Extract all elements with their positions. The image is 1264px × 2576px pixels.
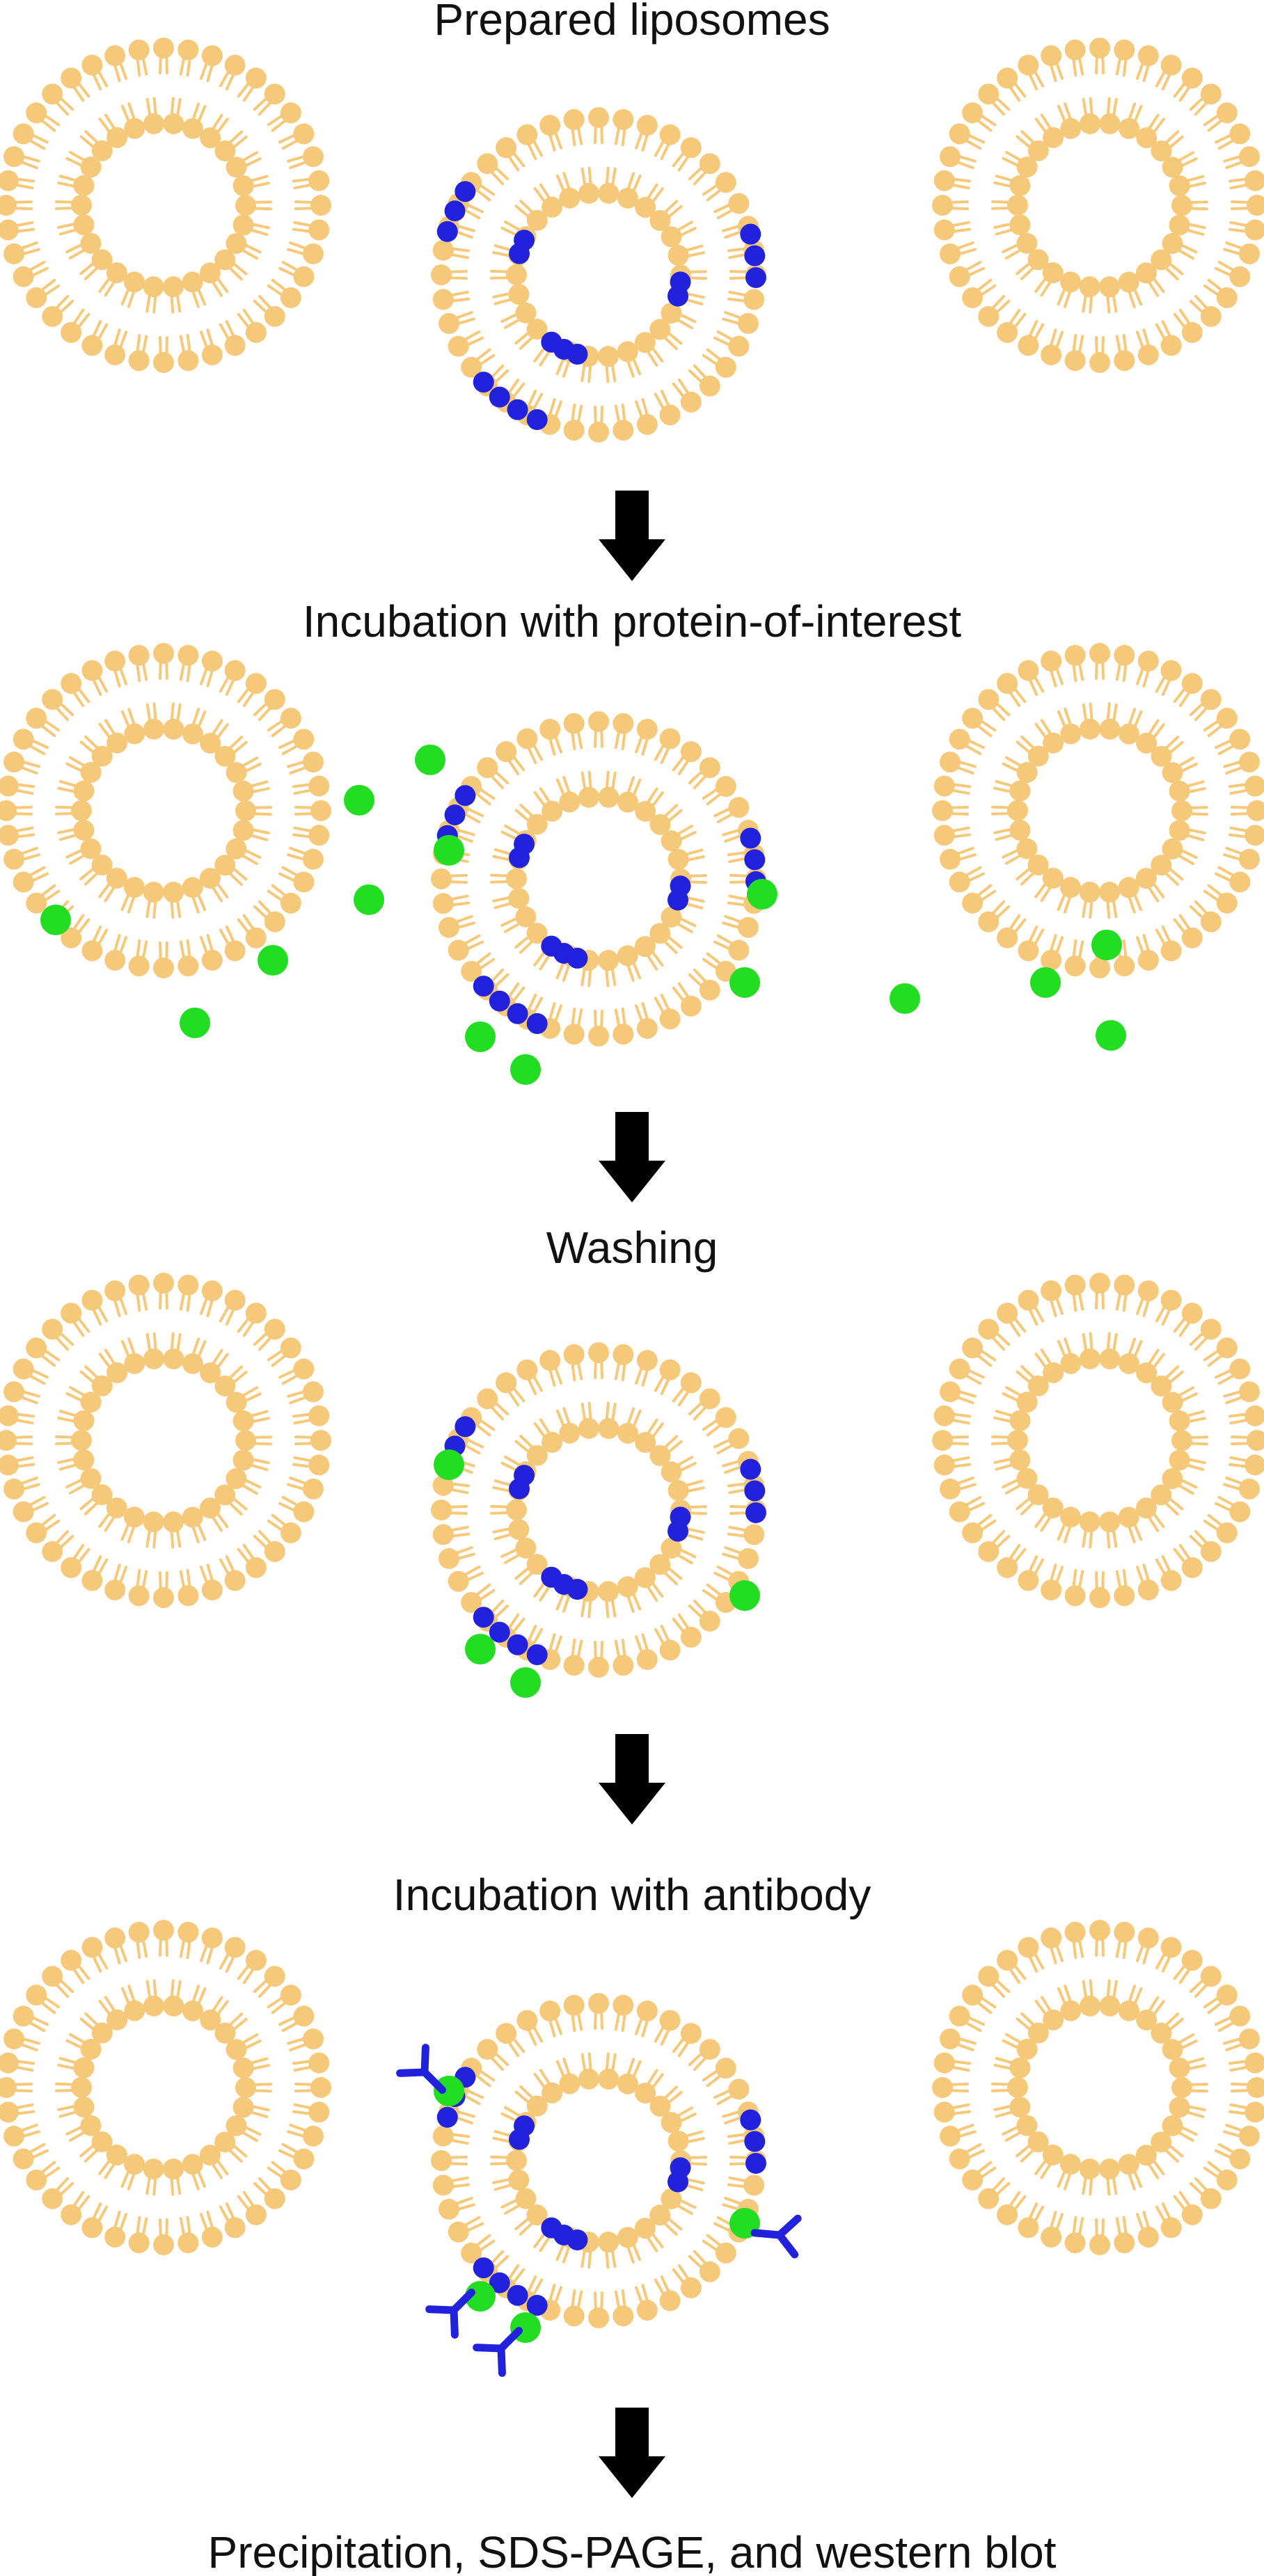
protein-of-interest: [510, 1667, 541, 1698]
target-lipid: [514, 1465, 535, 1486]
target-lipid: [670, 271, 691, 293]
target-lipid: [670, 1506, 691, 1528]
target-lipid: [473, 976, 494, 997]
target-lipid: [740, 2109, 761, 2131]
target-lipid: [455, 785, 476, 806]
down-arrow-icon: [599, 1112, 665, 1202]
protein-of-interest: [729, 1580, 760, 1611]
down-arrow-icon: [599, 491, 665, 581]
target-lipid: [514, 834, 535, 855]
target-lipid: [745, 267, 766, 288]
target-lipid: [444, 200, 466, 222]
target-lipid: [489, 990, 510, 1012]
target-lipid: [541, 935, 562, 957]
target-lipid: [740, 1458, 761, 1480]
protein-of-interest: [180, 1008, 210, 1038]
protein-of-interest: [344, 785, 374, 816]
protein-of-interest: [258, 945, 288, 976]
liposome-control-left: [0, 1271, 333, 1609]
protein-of-interest: [747, 879, 777, 909]
target-lipid: [473, 2257, 494, 2279]
target-lipid: [744, 1480, 766, 1502]
target-lipid: [473, 1607, 494, 1628]
target-lipid: [436, 221, 458, 242]
target-lipid: [436, 2106, 458, 2128]
target-lipid: [507, 399, 528, 420]
protein-of-interest: [510, 1054, 541, 1085]
target-lipid: [744, 2131, 766, 2152]
liposome-control-right: [931, 1918, 1264, 2257]
protein-of-interest: [465, 1634, 496, 1664]
target-lipid: [740, 827, 761, 849]
target-lipid: [670, 2157, 691, 2179]
target-lipid: [455, 1416, 476, 1438]
target-lipid: [526, 1644, 548, 1666]
target-lipid: [541, 1566, 562, 1588]
target-lipid: [514, 2115, 535, 2137]
step-label-washing: Washing: [546, 1223, 718, 1273]
protein-of-interest: [465, 2281, 496, 2312]
target-lipid: [526, 1013, 548, 1035]
target-lipid: [473, 372, 494, 393]
protein-of-interest: [354, 884, 384, 915]
step-label-incubation-protein: Incubation with protein-of-interest: [303, 596, 962, 646]
protein-of-interest: [890, 983, 920, 1014]
target-lipid: [541, 2217, 562, 2239]
step-label-prepared-liposomes: Prepared liposomes: [434, 0, 830, 45]
liposome-control-left: [0, 36, 333, 374]
target-lipid: [740, 223, 761, 245]
protein-of-interest: [40, 905, 71, 935]
protein-of-interest: [465, 1021, 496, 1052]
liposome-control-right: [931, 1271, 1264, 1609]
target-lipid: [745, 2152, 766, 2174]
target-lipid: [489, 1621, 510, 1643]
protein-of-interest: [729, 967, 760, 998]
target-lipid: [526, 409, 548, 431]
protein-of-interest: [434, 2076, 464, 2106]
down-arrow-icon: [599, 1734, 665, 1824]
liposome-control-left: [0, 1918, 333, 2257]
target-lipid: [507, 1003, 528, 1024]
protein-of-interest: [434, 835, 464, 866]
target-lipid: [507, 1634, 528, 1655]
target-lipid: [444, 804, 466, 826]
down-arrow-icon: [599, 2408, 665, 2498]
liposome-control-right: [931, 36, 1264, 374]
target-lipid: [507, 2284, 528, 2306]
target-lipid: [526, 2295, 548, 2316]
step-label-incubation-antibody: Incubation with antibody: [393, 1870, 871, 1920]
protein-of-interest: [1030, 967, 1061, 998]
protein-of-interest: [434, 1449, 464, 1480]
target-lipid: [670, 875, 691, 897]
protein-of-interest: [1091, 930, 1122, 960]
target-lipid: [541, 331, 562, 353]
target-lipid: [455, 181, 476, 202]
target-lipid: [514, 230, 535, 251]
protein-of-interest: [1096, 1020, 1126, 1051]
target-lipid: [745, 1502, 766, 1523]
step-label-precipitation: Precipitation, SDS-PAGE, and western blo…: [208, 2527, 1057, 2576]
target-lipid: [744, 245, 766, 267]
protein-of-interest: [415, 745, 445, 775]
target-lipid: [489, 2272, 510, 2293]
target-lipid: [489, 386, 510, 408]
liposome-control-right: [931, 642, 1264, 980]
target-lipid: [744, 849, 766, 870]
